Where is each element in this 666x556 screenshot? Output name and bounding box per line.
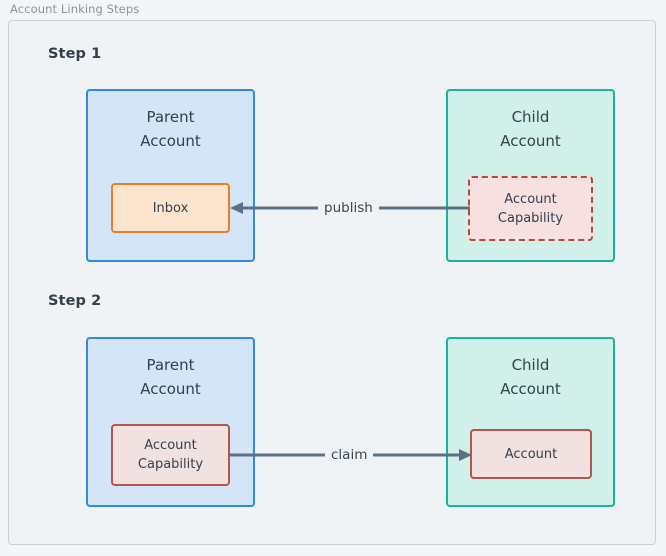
step-1-inbox-box[interactable]: Inbox: [111, 183, 230, 233]
diagram-legend: Account Linking Steps: [10, 2, 140, 16]
step-1-account-capability-box[interactable]: Account Capability: [468, 176, 593, 241]
step-2-child-account-box[interactable]: Child Account: [446, 337, 615, 507]
step-1-child-account-title: Child Account: [500, 108, 561, 150]
step-2-account-box[interactable]: Account: [470, 429, 592, 479]
step-2-parent-account-title: Parent Account: [140, 356, 201, 398]
step-1-heading: Step 1: [48, 46, 102, 62]
step-2-child-account-title: Child Account: [500, 356, 561, 398]
step-2-account-capability-box[interactable]: Account Capability: [111, 424, 230, 486]
claim-arrow-label: claim: [325, 446, 374, 464]
step-2-heading: Step 2: [48, 293, 102, 309]
step-1-parent-account-title: Parent Account: [140, 108, 201, 150]
step-1-parent-account-box[interactable]: Parent Account: [86, 89, 255, 262]
publish-arrow-label: publish: [318, 199, 379, 217]
